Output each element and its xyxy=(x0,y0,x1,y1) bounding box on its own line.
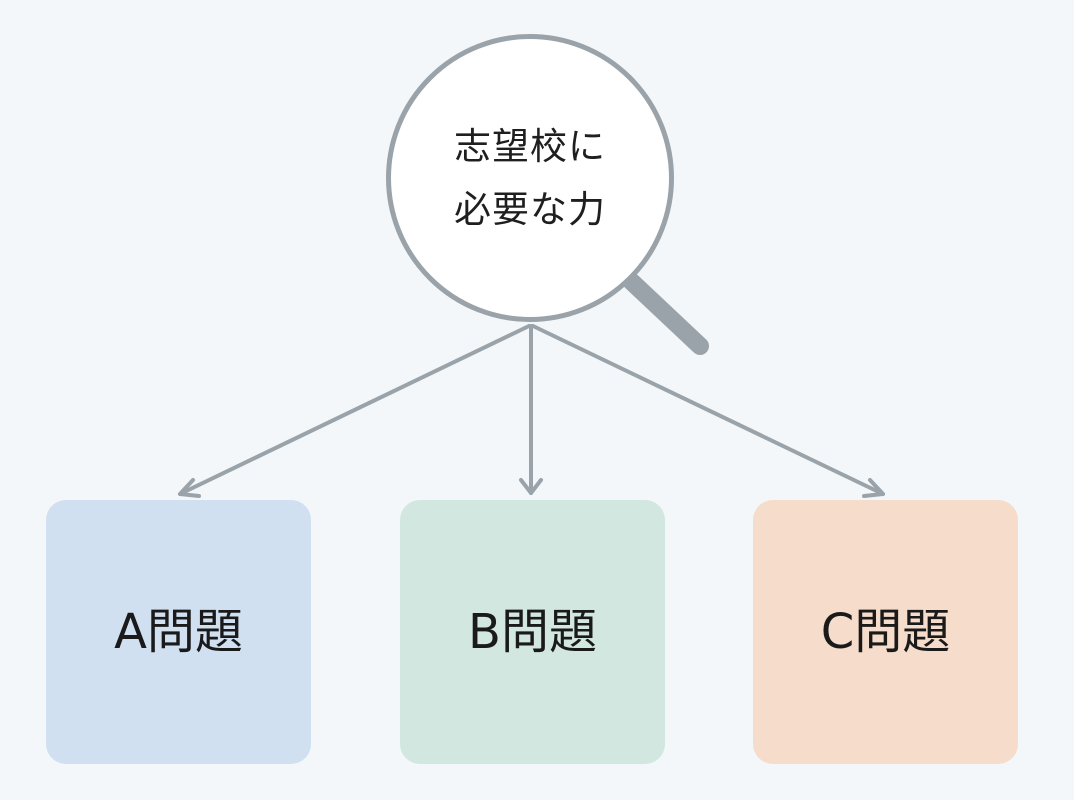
problem-label-b: B問題 xyxy=(468,604,597,660)
lens-text-line-2: 必要な力 xyxy=(454,188,606,231)
arrow-to-a xyxy=(178,324,531,498)
problem-label-a: A問題 xyxy=(114,604,243,660)
problem-box-b: B問題 xyxy=(400,500,665,764)
magnifying-glass-icon: 志望校に 必要な力 xyxy=(386,34,674,322)
problem-box-a: A問題 xyxy=(46,500,311,764)
problem-label-c: C問題 xyxy=(820,604,951,660)
arrow-to-c xyxy=(531,324,885,498)
magnifier-handle xyxy=(623,273,709,355)
lens-text-line-1: 志望校に xyxy=(454,125,606,168)
arrow-to-b xyxy=(519,324,543,495)
problem-box-c: C問題 xyxy=(753,500,1018,764)
